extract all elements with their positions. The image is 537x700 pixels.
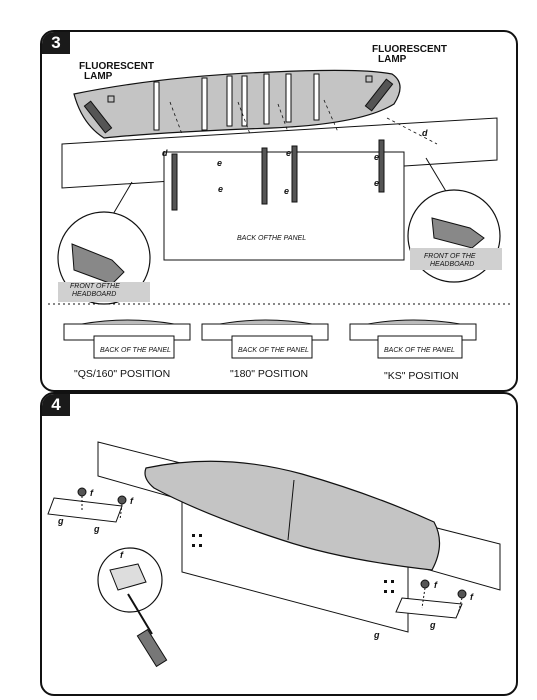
mounting-rails <box>171 139 385 211</box>
hole-pattern <box>192 534 394 593</box>
left-inset-label-line1: FRONT OFTHE <box>70 283 120 290</box>
left-inset-label-line2: HEADBOARD <box>72 291 116 298</box>
lamp-brackets <box>153 73 320 131</box>
step-4-illustration: f f f f g g g g f <box>47 441 501 668</box>
part-g-4: g <box>429 620 436 630</box>
part-e-5: e <box>374 152 379 162</box>
left-lamp-switch <box>107 95 115 103</box>
right-fluorescent-tube <box>364 78 394 112</box>
step-4-number: 4 <box>42 394 70 416</box>
part-e-4: e <box>284 186 289 196</box>
position-ks: BACK OF THE PANEL "KS" POSITION <box>349 319 477 382</box>
lamp-seam <box>287 479 295 541</box>
part-f-1: f <box>90 488 94 498</box>
part-g-3: g <box>373 630 380 640</box>
left-fluorescent-tube <box>83 100 113 134</box>
left-bracket <box>47 497 123 523</box>
position-qs160-caption: "QS/160" POSITION <box>74 368 170 380</box>
position-ks-panel-label: BACK OF THE PANEL <box>384 347 455 354</box>
right-inset-label-line1: FRONT OF THE <box>424 253 476 260</box>
guide-lines-4 <box>81 496 463 615</box>
step-4-panel: 4 <box>40 392 518 696</box>
guide-lines <box>169 99 438 145</box>
part-d-left: d <box>162 148 168 158</box>
back-panel <box>163 151 405 261</box>
screws <box>77 487 467 599</box>
part-e-2: e <box>218 184 223 194</box>
position-ks-caption: "KS" POSITION <box>384 370 459 382</box>
position-qs160: BACK OF THE PANEL "QS/160" POSITION <box>63 319 191 380</box>
screwdriver-inset: f <box>97 547 168 668</box>
part-e-6: e <box>374 178 379 188</box>
right-lamp-label-line2: LAMP <box>378 54 407 65</box>
part-e-1: e <box>217 158 222 168</box>
part-e-3: e <box>286 148 291 158</box>
screwdriver-icon <box>136 628 168 668</box>
part-f-inset: f <box>120 550 124 560</box>
step-3-illustration: BACK OFTHE PANEL <box>48 44 510 382</box>
position-180: BACK OF THE PANEL "180" POSITION <box>201 319 329 380</box>
part-g-1: g <box>57 516 64 526</box>
part-f-4: f <box>470 592 474 602</box>
left-lamp-label-line1: FLUORESCENT <box>79 61 154 72</box>
back-panel-label: BACK OFTHE PANEL <box>237 235 306 242</box>
step-3-number: 3 <box>42 32 70 54</box>
part-f-3: f <box>434 580 438 590</box>
left-lamp-label-line2: LAMP <box>84 71 113 82</box>
right-lamp-switch <box>365 75 373 83</box>
step-3-panel: 3 BACK OFTHE PANEL <box>40 30 518 392</box>
part-g-2: g <box>93 524 100 534</box>
right-lamp-label-line1: FLUORESCENT <box>372 44 447 55</box>
lamp-housing-4 <box>144 460 441 571</box>
position-180-panel-label: BACK OF THE PANEL <box>238 347 309 354</box>
part-f-2: f <box>130 496 134 506</box>
position-qs160-panel-label: BACK OF THE PANEL <box>100 347 171 354</box>
right-inset-label-line2: HEADBOARD <box>430 261 474 268</box>
position-180-caption: "180" POSITION <box>230 368 308 380</box>
part-d-right: d <box>422 128 428 138</box>
right-inset-detail: FRONT OF THE HEADBOARD <box>407 157 502 283</box>
left-inset-detail: FRONT OFTHE HEADBOARD <box>57 181 151 305</box>
right-bracket <box>395 597 463 619</box>
